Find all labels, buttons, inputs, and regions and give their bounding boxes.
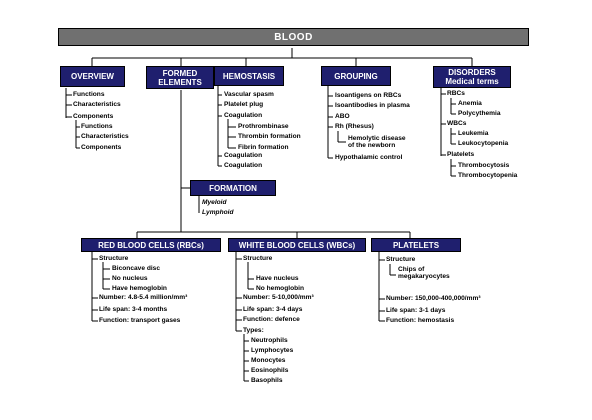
formation-header: FORMATION bbox=[190, 180, 276, 196]
rbc-structure-item: Biconcave disc bbox=[112, 265, 161, 272]
platelets-structure: Structure bbox=[386, 256, 416, 263]
overview-item: Functions bbox=[73, 91, 105, 98]
grouping-item: Isoantigens on RBCs bbox=[335, 92, 402, 99]
platelets-header: PLATELETS bbox=[371, 238, 461, 252]
rbc-structure-item: Have hemoglobin bbox=[112, 285, 167, 292]
grouping-item: Hypothalamic control bbox=[335, 154, 403, 161]
grouping-item: Rh (Rhesus) bbox=[335, 123, 374, 130]
platelets-header-label: PLATELETS bbox=[392, 240, 440, 250]
platelets-detail: Number: 150,000-400,000/mm³ bbox=[386, 295, 481, 302]
grouping-item: ABO bbox=[335, 113, 350, 120]
formation-item: Lymphoid bbox=[202, 209, 234, 216]
overview-item: Characteristics bbox=[73, 101, 121, 108]
rbc-structure: Structure bbox=[99, 255, 129, 262]
wbc-detail: Function: defence bbox=[243, 316, 300, 323]
hemostasis-header: HEMOSTASIS bbox=[214, 66, 284, 86]
wbc-structure: Structure bbox=[243, 255, 273, 262]
coagulation-step: Prothrombinase bbox=[238, 123, 289, 130]
wbc-type: Lymphocytes bbox=[251, 347, 294, 354]
hemostasis-item: Platelet plug bbox=[224, 101, 264, 108]
wbc-type: Eosinophils bbox=[251, 367, 289, 374]
disorder-term: Thrombocytopenia bbox=[458, 172, 518, 179]
formed-elements-header-label: FORMED ELEMENTS bbox=[158, 68, 202, 87]
disorder-category: RBCs bbox=[447, 90, 465, 97]
disorder-term: Thrombocytosis bbox=[458, 162, 510, 169]
rbc-structure-item: No nucleus bbox=[112, 275, 148, 282]
disorders-header-label: DISORDERS Medical terms bbox=[445, 68, 499, 86]
overview-component: Functions bbox=[81, 123, 113, 130]
coagulation-step: Fibrin formation bbox=[238, 144, 289, 151]
wbc-structure-item: No hemoglobin bbox=[256, 285, 304, 292]
wbc-structure-item: Have nucleus bbox=[256, 275, 299, 282]
grouping-header-label: GROUPING bbox=[334, 71, 378, 81]
overview-component: Characteristics bbox=[81, 133, 129, 140]
hemostasis-item: Coagulation bbox=[224, 152, 263, 159]
disorder-category: WBCs bbox=[447, 120, 467, 127]
rbc-detail: Function: transport gases bbox=[99, 317, 181, 324]
platelets-structure-item: Chips of megakaryocytes bbox=[398, 266, 450, 280]
hemostasis-item: Coagulation bbox=[224, 162, 263, 169]
wbc-header: WHITE BLOOD CELLS (WBCs) bbox=[228, 238, 366, 252]
overview-header: OVERVIEW bbox=[60, 66, 125, 87]
grouping-header: GROUPING bbox=[321, 66, 391, 86]
rbc-detail: Number: 4.8-5.4 million/mm³ bbox=[99, 294, 188, 301]
wbc-detail: Number: 5-10,000/mm³ bbox=[243, 294, 314, 301]
disorder-term: Anemia bbox=[458, 100, 482, 107]
platelets-detail: Function: hemostasis bbox=[386, 317, 455, 324]
wbc-type: Basophils bbox=[251, 377, 283, 384]
rbc-detail: Life span: 3-4 months bbox=[99, 306, 168, 313]
formation-item: Myeloid bbox=[202, 199, 227, 206]
wbc-type: Monocytes bbox=[251, 357, 286, 364]
wbc-detail: Life span: 3-4 days bbox=[243, 306, 303, 313]
rh-subitem: Hemolytic disease of the newborn bbox=[348, 135, 406, 149]
wbc-header-label: WHITE BLOOD CELLS (WBCs) bbox=[238, 240, 356, 250]
formed-elements-header: FORMED ELEMENTS bbox=[146, 66, 214, 89]
disorders-header: DISORDERS Medical terms bbox=[433, 66, 511, 88]
rbc-header: RED BLOOD CELLS (RBCs) bbox=[81, 238, 221, 252]
hemostasis-item: Coagulation bbox=[224, 112, 263, 119]
coagulation-step: Thrombin formation bbox=[238, 133, 301, 140]
hemostasis-item: Vascular spasm bbox=[224, 91, 274, 98]
disorder-term: Leukocytopenia bbox=[458, 140, 509, 147]
wbc-types: Types: bbox=[243, 327, 264, 334]
grouping-item: Isoantibodies in plasma bbox=[335, 102, 410, 109]
title-banner: BLOOD bbox=[58, 28, 529, 46]
overview-component: Components bbox=[81, 144, 122, 151]
rbc-header-label: RED BLOOD CELLS (RBCs) bbox=[98, 240, 204, 250]
disorder-category: Platelets bbox=[447, 151, 475, 158]
overview-item: Components bbox=[73, 113, 114, 120]
overview-header-label: OVERVIEW bbox=[71, 72, 114, 81]
disorder-term: Polycythemia bbox=[458, 110, 501, 117]
wbc-type: Neutrophils bbox=[251, 337, 288, 344]
disorder-term: Leukemia bbox=[458, 130, 489, 137]
platelets-detail: Life span: 3-1 days bbox=[386, 307, 446, 314]
hemostasis-header-label: HEMOSTASIS bbox=[222, 71, 276, 81]
page-title: BLOOD bbox=[274, 31, 313, 43]
formation-header-label: FORMATION bbox=[209, 183, 257, 193]
